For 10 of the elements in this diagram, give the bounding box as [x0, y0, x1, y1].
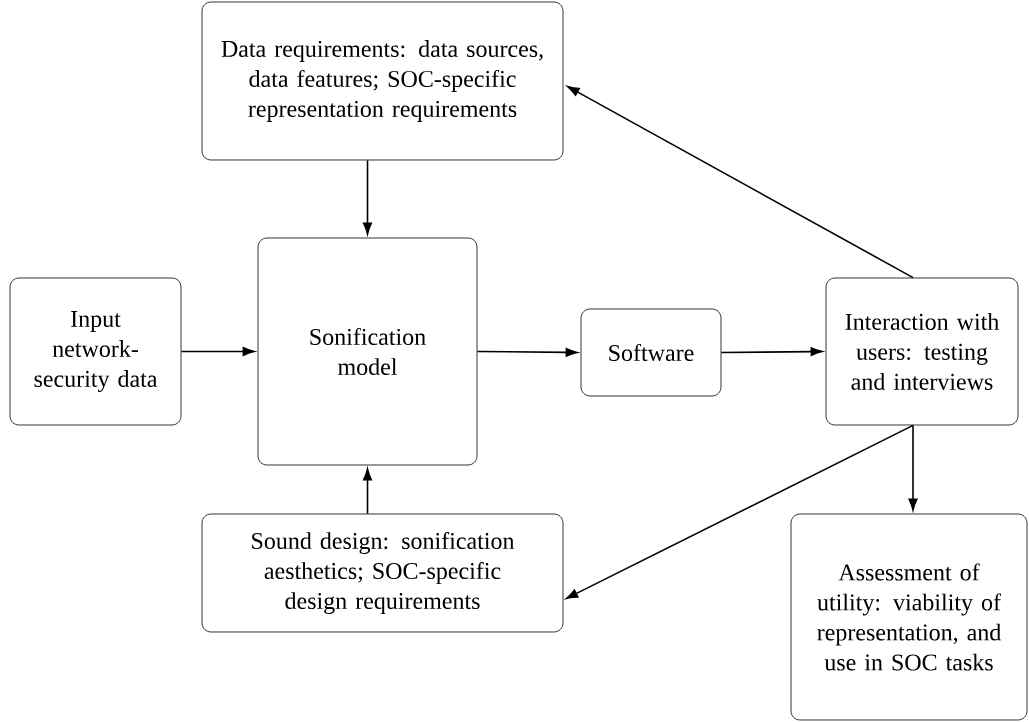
- process-box: Software: [580, 308, 722, 397]
- process-box: Sonification model: [257, 237, 478, 466]
- process-box: Sound design: sonification aesthetics; SOC-specific design requirements: [201, 513, 564, 633]
- process-box: Data requirements: data sources, data features; SOC-specific representation requirements: [201, 1, 564, 161]
- arrow: [567, 86, 914, 279]
- process-box: Input network-security data: [9, 277, 182, 426]
- process-box: Interaction with users: testing and interviews: [825, 277, 1019, 426]
- arrow: [908, 424, 918, 511]
- process-box: Assessment of utility: viability of representation, and use in SOC tasks: [790, 513, 1028, 721]
- arrow: [565, 424, 914, 600]
